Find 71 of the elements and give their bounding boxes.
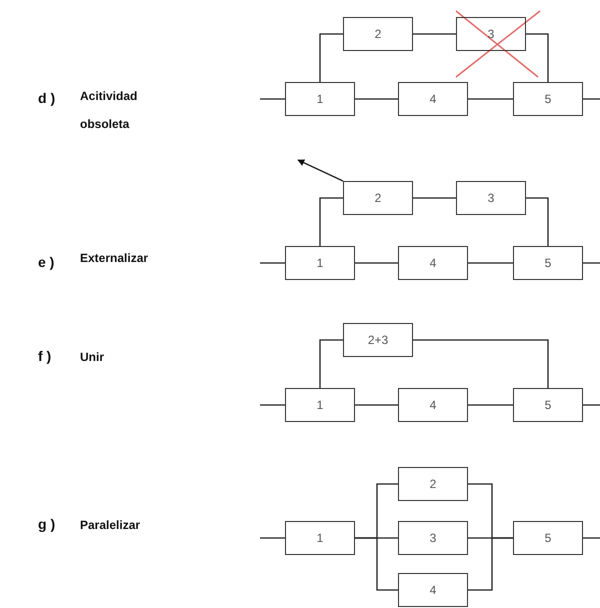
panel-letter: e ) <box>38 253 56 272</box>
connector-line <box>526 197 549 246</box>
activity-box <box>285 388 355 422</box>
activity-number: 4 <box>430 583 436 597</box>
connector-line <box>583 98 600 100</box>
connector-line <box>413 197 456 199</box>
connector-line <box>355 262 398 264</box>
activity-number: 3 <box>488 27 494 41</box>
connector-line <box>319 33 343 82</box>
connector-line <box>260 98 285 100</box>
panel-title: Acitividad obsoleta <box>80 88 138 133</box>
activity-number: 2+3 <box>368 333 388 347</box>
activity-box <box>513 82 583 116</box>
activity-box <box>398 521 468 555</box>
activity-box <box>513 521 583 555</box>
connector-line <box>355 98 398 100</box>
connector-line <box>468 262 513 264</box>
connector-line <box>260 262 285 264</box>
panel-letter: f ) <box>38 347 52 366</box>
activity-box <box>343 17 413 51</box>
connector-line <box>468 404 513 406</box>
connector-line <box>413 33 456 35</box>
activity-box <box>285 521 355 555</box>
activity-number: 2 <box>430 477 436 491</box>
activity-number: 5 <box>544 256 552 270</box>
activity-box <box>398 82 468 116</box>
activity-box <box>398 467 468 501</box>
connector-line <box>260 537 285 539</box>
activity-box <box>343 181 413 215</box>
panel-title: Externalizar <box>80 250 150 267</box>
activity-box <box>513 246 583 280</box>
activity-number: 5 <box>544 531 552 545</box>
activity-box <box>398 573 468 607</box>
activity-box <box>398 388 468 422</box>
activity-number: 5 <box>544 92 552 106</box>
arrow <box>297 159 344 182</box>
activity-number: 4 <box>430 398 436 412</box>
activity-number: 1 <box>316 398 324 412</box>
activity-number: 4 <box>430 92 436 106</box>
activity-number: 4 <box>430 256 436 270</box>
activity-box <box>398 246 468 280</box>
connector-line <box>468 98 513 100</box>
connector-line <box>355 404 398 406</box>
activity-box <box>456 17 526 51</box>
connector-line <box>355 537 398 591</box>
connector-line <box>260 404 285 406</box>
activity-box <box>513 388 583 422</box>
connector-line <box>319 339 343 388</box>
connector-line <box>413 339 549 388</box>
activity-box <box>285 82 355 116</box>
panel-title: Unir <box>80 349 105 366</box>
activity-number: 3 <box>488 191 494 205</box>
connector-line <box>583 262 600 264</box>
connector-line <box>319 197 343 246</box>
activity-number: 5 <box>544 398 552 412</box>
activity-number: 3 <box>430 531 436 545</box>
activity-number: 1 <box>316 256 324 270</box>
activity-box <box>343 323 413 357</box>
panel-letter: g ) <box>38 515 56 534</box>
activity-number: 2 <box>374 27 382 41</box>
activity-box <box>456 181 526 215</box>
connector-line <box>583 537 600 539</box>
activity-number: 1 <box>316 92 324 106</box>
connector-line <box>468 537 513 591</box>
connector-line <box>583 404 600 406</box>
activity-number: 1 <box>316 531 324 545</box>
connector-line <box>526 33 549 82</box>
activity-number: 2 <box>374 191 382 205</box>
activity-box <box>285 246 355 280</box>
panel-letter: d ) <box>38 89 56 108</box>
panel-title: Paralelizar <box>80 517 142 534</box>
